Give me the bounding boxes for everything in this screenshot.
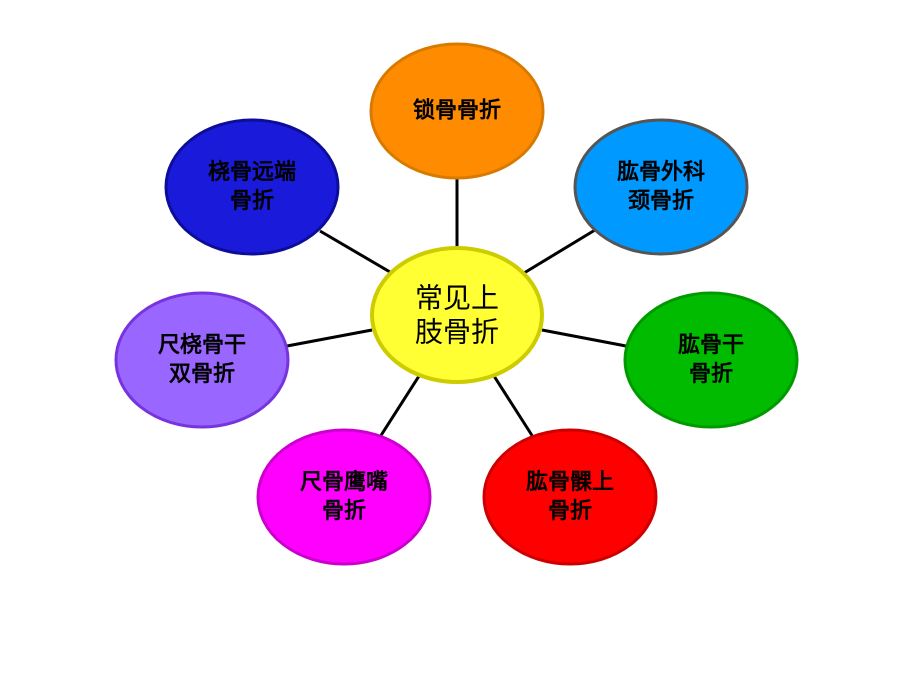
center-label: 常见上 (415, 282, 499, 315)
node-ellipse-humerus-shaft (623, 291, 799, 429)
node-ellipse-radius-ulna-shaft (114, 291, 290, 429)
connector-olecranon (378, 375, 421, 438)
node-label-clavicle: 锁骨骨折 (413, 98, 501, 124)
node-label-supracondylar-humerus: 肱骨髁上 (526, 470, 614, 495)
center-ellipse (370, 246, 544, 384)
node-label-distal-radius: 桡骨远端 (208, 160, 296, 185)
node-clavicle: 锁骨骨折 (369, 42, 545, 180)
node-label-humerus-shaft: 骨折 (689, 362, 733, 387)
node-label-radius-ulna-shaft: 双骨折 (169, 362, 235, 387)
node-label-humerus-surgical-neck: 颈骨折 (628, 189, 694, 214)
node-ellipse-humerus-surgical-neck (573, 118, 749, 256)
connector-humerus-shaft (541, 328, 627, 348)
node-ellipse-olecranon (256, 428, 432, 566)
node-label-humerus-surgical-neck: 肱骨外科 (617, 159, 705, 185)
node-label-olecranon: 尺骨鹰嘴 (300, 469, 388, 495)
connector-distal-radius (319, 229, 391, 274)
node-label-supracondylar-humerus: 骨折 (548, 499, 592, 524)
connector-humerus-surgical-neck (523, 228, 596, 275)
center-label: 肢骨折 (415, 316, 499, 349)
connector-lines (286, 178, 627, 438)
node-ellipse-supracondylar-humerus (482, 428, 658, 566)
node-ellipse-distal-radius (164, 118, 340, 256)
outer-nodes: 锁骨骨折肱骨外科颈骨折肱骨干骨折肱骨髁上骨折尺骨鹰嘴骨折尺桡骨干双骨折桡骨远端骨… (114, 42, 799, 566)
node-label-humerus-shaft: 肱骨干 (678, 333, 744, 358)
connector-radius-ulna-shaft (286, 328, 373, 348)
node-label-olecranon: 骨折 (322, 499, 366, 524)
node-label-distal-radius: 骨折 (230, 189, 274, 214)
node-ellipse-clavicle (369, 42, 545, 180)
connector-supracondylar-humerus (492, 375, 535, 438)
node-label-radius-ulna-shaft: 尺桡骨干 (158, 333, 246, 358)
